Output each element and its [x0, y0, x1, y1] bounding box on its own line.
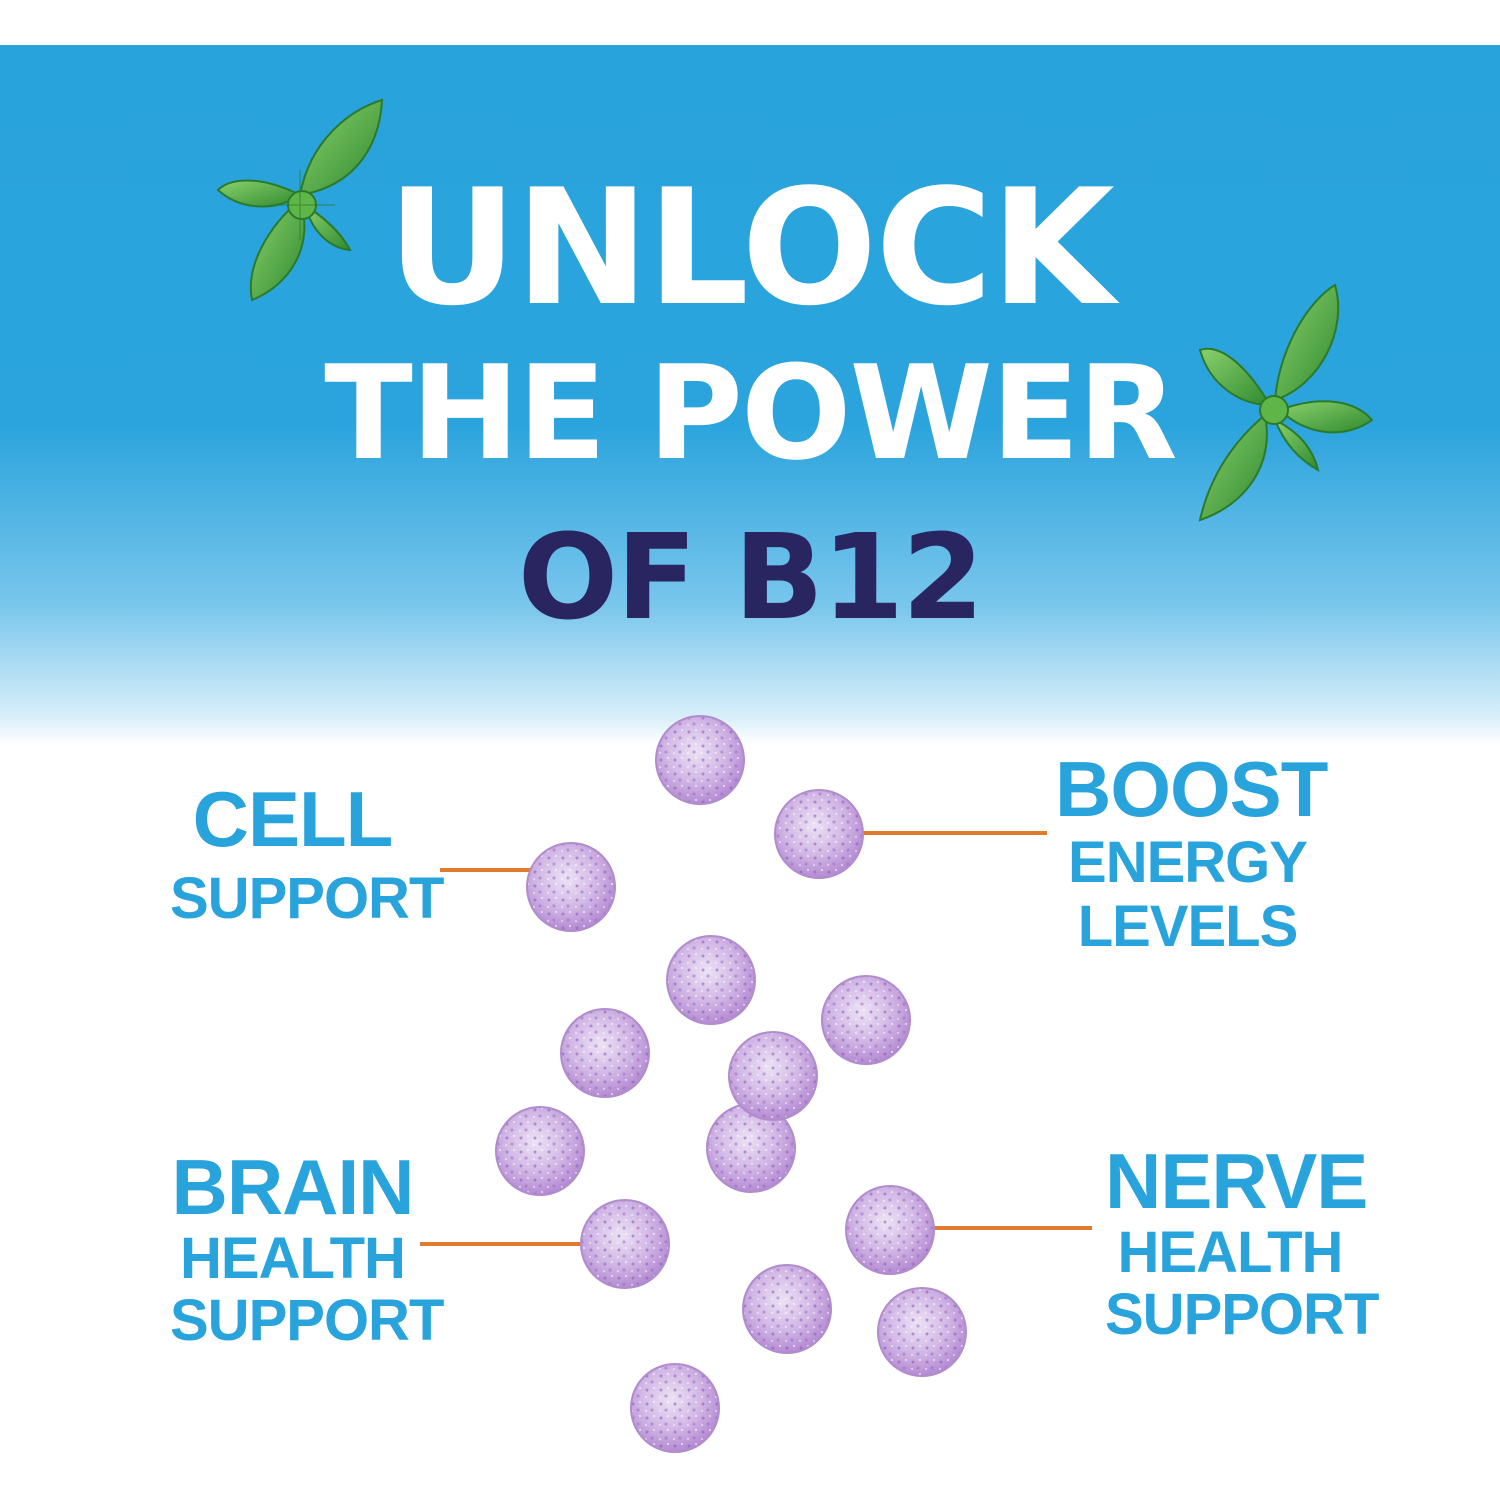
b12-tablet-icon: [655, 715, 745, 805]
benefit-subtitle: LEVELS: [1077, 894, 1299, 959]
headline-line-2: THE POWER: [324, 337, 1178, 489]
benefit-boost-energy: BOOST ENERGY LEVELS: [1055, 745, 1328, 959]
benefit-subtitle: HEALTH: [180, 1226, 406, 1291]
benefit-title: BOOST: [1055, 745, 1328, 833]
benefit-nerve-health: NERVE HEALTH SUPPORT: [1105, 1137, 1379, 1347]
b12-tablet-icon: [774, 789, 864, 879]
benefit-subtitle: SUPPORT: [170, 866, 444, 931]
b12-tablet-icon: [845, 1185, 935, 1275]
headline-line-3: OF B12: [517, 508, 984, 646]
b12-tablet-icon: [630, 1363, 720, 1453]
benefit-brain-health: BRAIN HEALTH SUPPORT: [170, 1143, 444, 1353]
b12-tablet-icon: [706, 1103, 796, 1193]
benefit-subtitle: SUPPORT: [170, 1288, 444, 1353]
benefit-subtitle: SUPPORT: [1105, 1282, 1379, 1347]
mint-leaf-icon: [216, 98, 384, 302]
b12-tablets: [495, 715, 967, 1453]
b12-tablet-icon: [821, 975, 911, 1065]
b12-tablet-icon: [495, 1106, 585, 1196]
benefit-title: NERVE: [1105, 1137, 1368, 1225]
headline-line-1: UNLOCK: [387, 154, 1115, 341]
benefit-cell-support: CELL SUPPORT: [170, 775, 444, 931]
benefit-subtitle: HEALTH: [1117, 1220, 1344, 1285]
mint-leaf-icon: [1198, 283, 1374, 522]
b12-tablet-icon: [560, 1008, 650, 1098]
b12-tablet-icon: [666, 935, 756, 1025]
b12-tablet-icon: [526, 842, 616, 932]
b12-tablet-icon: [742, 1264, 832, 1354]
benefit-title: BRAIN: [171, 1143, 415, 1231]
b12-tablet-icon: [728, 1031, 818, 1121]
b12-tablet-icon: [580, 1199, 670, 1289]
benefit-subtitle: ENERGY: [1068, 830, 1308, 895]
benefit-title: CELL: [192, 775, 394, 863]
b12-tablet-icon: [877, 1287, 967, 1377]
